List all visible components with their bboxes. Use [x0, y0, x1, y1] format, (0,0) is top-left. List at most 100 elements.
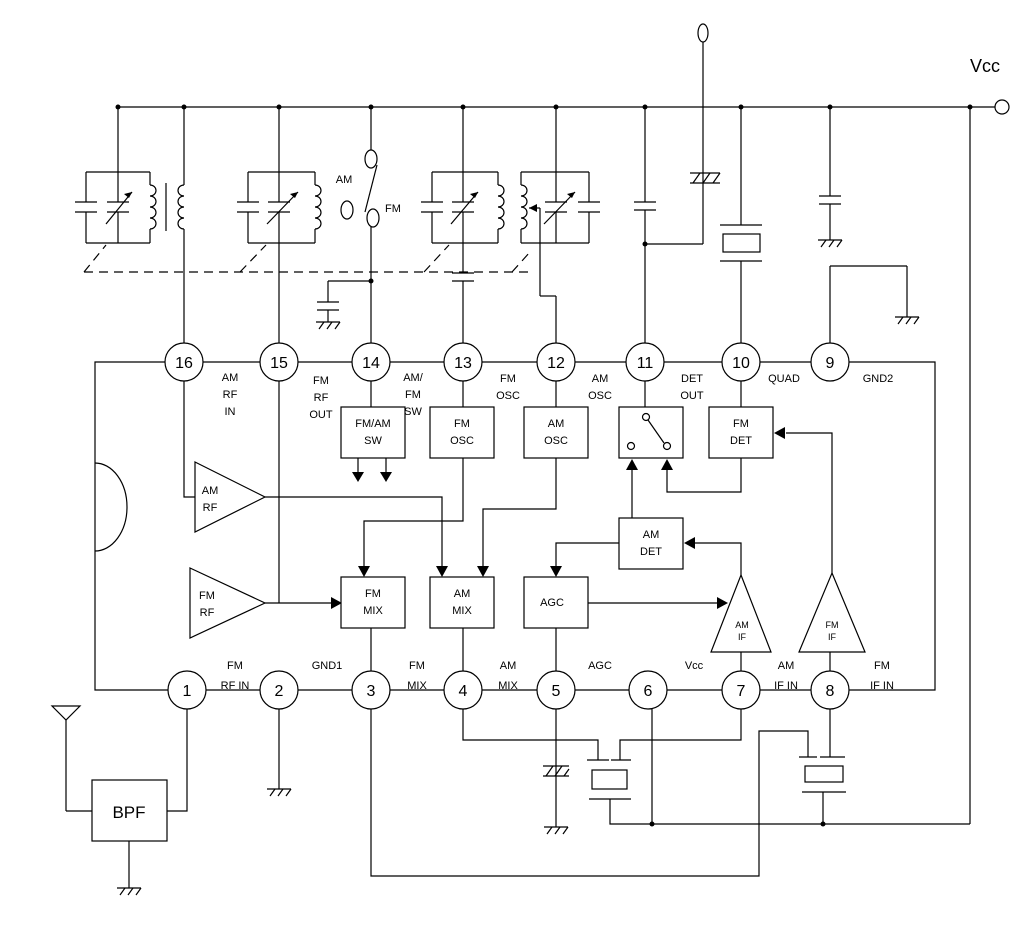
- vcc-bypass-cap: [818, 107, 843, 248]
- fm-osc-block: FM OSC: [358, 381, 495, 577]
- am-rf-amp: AM RF: [183, 381, 448, 577]
- svg-text:SW: SW: [404, 406, 422, 418]
- pin-2-number: 2: [275, 683, 284, 700]
- svg-text:FM: FM: [405, 389, 421, 401]
- svg-text:DET: DET: [640, 546, 662, 558]
- pin-6-number: 6: [644, 683, 653, 700]
- pin-6-label: Vcc: [685, 660, 704, 672]
- top-pin-labels: AM RF IN FM RF OUT AM/ FM SW FM OSC AM O…: [222, 372, 894, 421]
- pin-4-label: AM: [500, 660, 517, 672]
- svg-text:FM: FM: [365, 588, 381, 600]
- svg-text:OSC: OSC: [544, 435, 568, 447]
- fm-det-block: FM DET: [708, 381, 833, 573]
- vcc-label: Vcc: [970, 56, 1000, 76]
- pin-16-number: 16: [175, 355, 193, 372]
- quad-resonator: [720, 107, 762, 343]
- svg-text:AGC: AGC: [540, 597, 564, 609]
- svg-text:MIX: MIX: [452, 605, 472, 617]
- am-rf-tank: [75, 107, 185, 343]
- pin-13-number: 13: [454, 355, 472, 372]
- pin-3-number: 3: [367, 683, 376, 700]
- fm-if-filter: [799, 709, 846, 824]
- svg-text:MIX: MIX: [498, 680, 518, 692]
- svg-text:OUT: OUT: [680, 390, 704, 402]
- svg-text:OUT: OUT: [309, 409, 333, 421]
- bpf-label: BPF: [112, 803, 145, 822]
- pin-14-label: AM/: [403, 372, 424, 384]
- pin-3-label: FM: [409, 660, 425, 672]
- bottom-pins: 1 2 3 4 5 6 7 8: [167, 670, 850, 710]
- svg-text:FM: FM: [826, 620, 839, 630]
- svg-text:AM: AM: [202, 485, 219, 497]
- pin-4-number: 4: [459, 683, 468, 700]
- svg-text:AM: AM: [548, 418, 565, 430]
- svg-text:OSC: OSC: [450, 435, 474, 447]
- pin-15-number: 15: [270, 355, 288, 372]
- svg-text:RF: RF: [223, 389, 238, 401]
- pin-8-number: 8: [826, 683, 835, 700]
- fm-osc-tank: [421, 107, 505, 343]
- svg-text:OSC: OSC: [496, 390, 520, 402]
- gnd2-connection: [829, 265, 920, 343]
- pin-7-label: AM: [778, 660, 795, 672]
- pin-12-label: AM: [592, 373, 609, 385]
- pin-11-number: 11: [637, 355, 654, 372]
- pin-13-label: FM: [500, 373, 516, 385]
- gang-tuning-line: [83, 244, 531, 273]
- fm-mix-block: FM MIX: [340, 576, 406, 671]
- svg-text:FM/AM: FM/AM: [355, 418, 390, 430]
- svg-text:IF: IF: [738, 632, 747, 642]
- fm-if-amp: FM IF: [798, 571, 866, 671]
- top-pins: 16 15 14 13 12 11 10 9: [164, 342, 850, 382]
- gnd1-connection: [267, 709, 292, 797]
- svg-text:RF: RF: [203, 502, 218, 514]
- pin-16-label: AM: [222, 372, 239, 384]
- fm-mix-filter-loop: [370, 709, 809, 877]
- svg-text:DET: DET: [730, 435, 752, 447]
- pin-5-label: AGC: [588, 660, 612, 672]
- pin-8-label: FM: [874, 660, 890, 672]
- svg-text:IF: IF: [828, 632, 837, 642]
- pin-10-label: QUAD: [768, 373, 800, 385]
- am-osc-block: AM OSC: [477, 381, 589, 577]
- pin-5-number: 5: [552, 683, 561, 700]
- svg-text:MIX: MIX: [363, 605, 383, 617]
- pin-9-label: GND2: [863, 373, 894, 385]
- pin-2-label: GND1: [312, 660, 343, 672]
- switch-am-label: AM: [336, 174, 353, 186]
- svg-text:OSC: OSC: [588, 390, 612, 402]
- pin-1-number: 1: [183, 683, 192, 700]
- svg-text:SW: SW: [364, 435, 382, 447]
- pin-10-number: 10: [732, 355, 750, 372]
- svg-text:AM: AM: [454, 588, 471, 600]
- pin-11-label: DET: [681, 373, 703, 385]
- agc-block: AGC: [523, 576, 728, 671]
- top-antenna: [645, 23, 721, 245]
- svg-text:IF IN: IF IN: [870, 680, 894, 692]
- am-mix-block: AM MIX: [429, 576, 495, 671]
- pin-12-number: 12: [547, 355, 565, 372]
- bottom-pin-labels: FM RF IN GND1 FM MIX AM MIX AGC Vcc AM I…: [221, 660, 894, 692]
- am-osc-tank: [520, 107, 600, 343]
- det-out-cap: [634, 107, 656, 343]
- svg-text:RF IN: RF IN: [221, 680, 250, 692]
- am-mix-filter: [462, 709, 970, 827]
- switch-fm-label: FM: [385, 203, 401, 215]
- band-switch: AM FM: [316, 107, 401, 343]
- antenna-bpf: BPF: [50, 705, 188, 896]
- det-switch-block: [618, 381, 742, 518]
- svg-text:FM: FM: [733, 418, 749, 430]
- svg-text:IN: IN: [225, 406, 236, 418]
- svg-text:FM: FM: [454, 418, 470, 430]
- fmam-sw-block: FM/AM SW: [340, 381, 406, 482]
- pin-9-number: 9: [826, 355, 835, 372]
- am-det-block: AM DET: [550, 517, 742, 577]
- am-if-amp: AM IF: [710, 573, 772, 671]
- svg-text:RF: RF: [314, 392, 329, 404]
- pin-15-label: FM: [313, 375, 329, 387]
- svg-text:MIX: MIX: [407, 680, 427, 692]
- svg-text:IF IN: IF IN: [774, 680, 798, 692]
- svg-text:RF: RF: [200, 607, 215, 619]
